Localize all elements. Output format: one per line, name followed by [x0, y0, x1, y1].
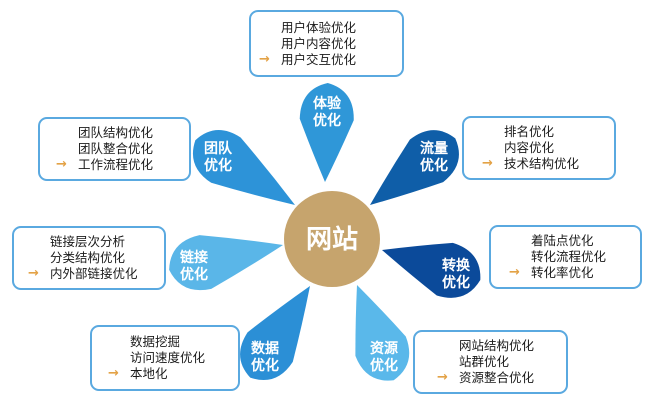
item-line: 用户内容优化 — [281, 36, 394, 52]
petal-label-conversion: 转换 — [442, 257, 471, 274]
item-text: 内容优化 — [504, 140, 555, 155]
arrow-right-icon: → — [437, 370, 448, 385]
item-text: 资源整合优化 — [459, 370, 535, 385]
center-circle — [284, 191, 380, 287]
item-line: 分类结构优化 — [50, 250, 156, 266]
petal-shape-traffic — [370, 130, 459, 205]
item-line: 着陆点优化 — [531, 233, 632, 249]
petal-label-link: 优化 — [180, 266, 208, 283]
item-text: 本地化 — [130, 366, 168, 381]
item-text: 技术结构优化 — [504, 156, 580, 171]
petal-label-data: 优化 — [251, 357, 279, 374]
petal-shape-experience — [299, 83, 354, 182]
arrow-right-icon: → — [259, 51, 270, 67]
item-text: 链接层次分析 — [50, 234, 126, 249]
petal-label-resource: 优化 — [370, 357, 398, 374]
petal-label-link: 链接 — [180, 249, 208, 266]
petal-shape-data — [240, 286, 310, 381]
item-text: 用户交互优化 — [281, 51, 357, 67]
item-box-resource: 网站结构优化站群优化 → 资源整合优化 — [413, 330, 568, 394]
petal-shape-team — [192, 130, 295, 205]
petal-shape-resource — [355, 285, 410, 381]
item-box-experience: 用户体验优化用户内容优化 → 用户交互优化 — [249, 10, 404, 77]
petal-label-data: 数据 — [251, 340, 279, 357]
item-line: 数据挖掘 — [130, 334, 230, 350]
item-box-link: 链接层次分析分类结构优化 → 内外部链接优化 — [12, 226, 166, 290]
item-text: 工作流程优化 — [78, 157, 154, 172]
item-line: → 资源整合优化 — [437, 370, 558, 386]
item-line: → 本地化 — [108, 366, 230, 382]
item-text: 网站结构优化 — [459, 338, 535, 353]
petal-label-experience: 体验 — [313, 95, 342, 112]
item-text: 团队整合优化 — [78, 141, 154, 156]
petal-link: 链接优化 — [169, 235, 283, 291]
item-text: 用户内容优化 — [281, 35, 357, 51]
item-text: 转化率优化 — [531, 265, 594, 280]
item-line: 用户体验优化 — [281, 20, 394, 36]
item-text: 内外部链接优化 — [50, 266, 138, 281]
petal-label-conversion: 优化 — [442, 274, 470, 291]
arrow-right-icon: → — [56, 157, 67, 172]
petal-label-resource: 资源 — [370, 340, 398, 357]
petal-label-traffic: 流量 — [420, 140, 448, 157]
item-line: 排名优化 — [504, 124, 606, 140]
item-text: 数据挖掘 — [130, 334, 181, 349]
item-line: → 转化率优化 — [509, 265, 632, 281]
petal-label-experience: 优化 — [313, 112, 341, 129]
petal-label-traffic: 优化 — [420, 157, 448, 174]
center-node: 网站 — [284, 191, 380, 287]
item-line: 团队结构优化 — [78, 125, 181, 141]
item-line: 网站结构优化 — [459, 338, 558, 354]
item-text: 站群优化 — [459, 354, 510, 369]
item-line: → 工作流程优化 — [56, 157, 181, 173]
item-line: 访问速度优化 — [130, 350, 230, 366]
petal-label-team: 团队 — [204, 140, 233, 157]
arrow-right-icon: → — [482, 156, 493, 171]
item-line: 转化流程优化 — [531, 249, 632, 265]
item-box-data: 数据挖掘访问速度优化 → 本地化 — [90, 325, 240, 391]
item-text: 转化流程优化 — [531, 249, 607, 264]
arrow-right-icon: → — [509, 265, 520, 280]
item-box-team: 团队结构优化团队整合优化 → 工作流程优化 — [38, 117, 191, 181]
item-line: 团队整合优化 — [78, 141, 181, 157]
item-line: → 技术结构优化 — [482, 156, 606, 172]
petal-experience: 体验优化 — [299, 83, 354, 182]
item-line: 内容优化 — [504, 140, 606, 156]
item-line: 站群优化 — [459, 354, 558, 370]
petal-shape-link — [169, 235, 283, 291]
item-text: 访问速度优化 — [130, 350, 206, 365]
item-text: 排名优化 — [504, 124, 555, 139]
item-text: 着陆点优化 — [531, 233, 594, 248]
petal-label-team: 优化 — [204, 157, 232, 174]
item-text: 用户体验优化 — [281, 19, 357, 35]
item-text: 团队结构优化 — [78, 125, 154, 140]
arrow-right-icon: → — [28, 266, 39, 281]
item-line: → 用户交互优化 — [259, 51, 394, 68]
petal-shape-conversion — [382, 242, 481, 298]
arrow-right-icon: → — [108, 366, 119, 381]
item-text: 分类结构优化 — [50, 250, 126, 265]
item-line: → 内外部链接优化 — [28, 266, 156, 282]
center-label: 网站 — [306, 225, 358, 255]
item-box-conversion: 着陆点优化转化流程优化 → 转化率优化 — [489, 225, 642, 289]
item-box-traffic: 排名优化内容优化 → 技术结构优化 — [462, 116, 616, 180]
item-line: 链接层次分析 — [50, 234, 156, 250]
